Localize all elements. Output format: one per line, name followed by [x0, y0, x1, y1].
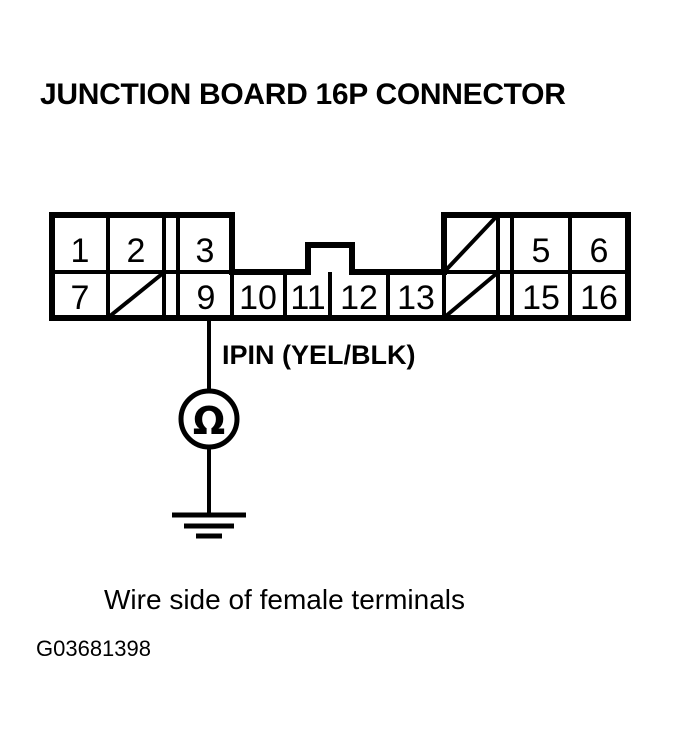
pin-label-6: 6 [590, 232, 609, 270]
pin-label-1: 1 [71, 232, 90, 270]
pin-label-3: 3 [196, 232, 215, 270]
pin-label-13: 13 [397, 279, 435, 317]
blocked-slash-bottom-left [108, 272, 164, 318]
blocked-slash-bottom-right [444, 272, 498, 318]
page-title: JUNCTION BOARD 16P CONNECTOR [40, 78, 566, 111]
connector-body: 1 2 3 5 6 7 9 10 11 12 13 15 16 [49, 212, 631, 321]
blocked-slash-top-right [444, 215, 498, 272]
pin-label-16: 16 [580, 279, 618, 317]
ground-symbol [172, 512, 246, 539]
pin-label-12: 12 [340, 279, 378, 317]
pin-label-2: 2 [127, 232, 146, 270]
pin-label-5: 5 [532, 232, 551, 270]
ohmmeter: Ω [178, 388, 240, 515]
test-lead: IPIN (YEL/BLK) [207, 318, 416, 392]
ohm-symbol: Ω [193, 399, 225, 443]
pin-label-7: 7 [71, 279, 90, 317]
figure-id: G03681398 [36, 636, 151, 661]
pin-label-9: 9 [197, 279, 216, 317]
pin-label-11: 11 [290, 279, 325, 317]
pin-label-10: 10 [239, 279, 277, 317]
figure-caption: Wire side of female terminals [104, 584, 465, 615]
probe-label: IPIN (YEL/BLK) [222, 340, 416, 370]
pin-label-15: 15 [522, 279, 560, 317]
